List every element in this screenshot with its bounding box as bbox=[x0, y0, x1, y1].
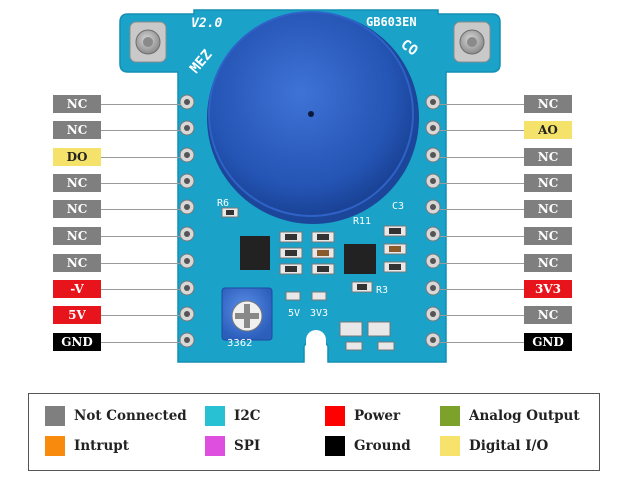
right-pin-label-5: NC bbox=[524, 200, 572, 218]
right-pin-label-4: NC bbox=[524, 174, 572, 192]
right-pin-label-10: GND bbox=[524, 333, 572, 351]
silk-5v: 5V bbox=[288, 308, 300, 319]
legend-label: Ground bbox=[354, 438, 411, 454]
silk-r6: R6 bbox=[217, 198, 229, 209]
legend-label: I2C bbox=[234, 408, 261, 424]
silk-r11: R11 bbox=[353, 216, 371, 227]
smd-components bbox=[221, 207, 407, 351]
left-pin-leader-line-1 bbox=[101, 104, 181, 105]
legend-swatch bbox=[45, 436, 65, 456]
right-pin-leader-line-1 bbox=[439, 104, 524, 105]
legend-swatch bbox=[205, 436, 225, 456]
legend-label: Digital I/O bbox=[469, 438, 549, 454]
left-pin-leader-line-3 bbox=[101, 157, 181, 158]
legend-label: Intrupt bbox=[74, 438, 129, 454]
legend-label: Analog Output bbox=[469, 408, 580, 424]
mounting-hole-right bbox=[453, 21, 491, 63]
left-pin-leader-line-6 bbox=[101, 236, 181, 237]
left-pin-leader-line-5 bbox=[101, 209, 181, 210]
legend-item: Power bbox=[325, 406, 400, 426]
potentiometer: 3362 bbox=[221, 287, 273, 349]
right-pin-leader-line-9 bbox=[439, 315, 524, 316]
silk-right-corner: CO bbox=[398, 37, 421, 60]
left-pin-label-6: NC bbox=[53, 227, 101, 245]
legend-swatch bbox=[440, 406, 460, 426]
left-pin-leader-line-4 bbox=[101, 183, 181, 184]
right-pin-leader-line-8 bbox=[439, 289, 524, 290]
legend-item: Digital I/O bbox=[440, 436, 548, 456]
right-pin-leader-line-7 bbox=[439, 263, 524, 264]
legend-item: I2C bbox=[205, 406, 260, 426]
left-pin-label-10: GND bbox=[53, 333, 101, 351]
left-pin-label-8: -V bbox=[53, 280, 101, 298]
left-pin-label-2: NC bbox=[53, 121, 101, 139]
left-pin-leader-line-9 bbox=[101, 315, 181, 316]
legend-swatch bbox=[325, 436, 345, 456]
silk-pot: 3362 bbox=[227, 338, 252, 349]
legend-swatch bbox=[325, 406, 345, 426]
legend-swatch bbox=[45, 406, 65, 426]
right-pin-label-9: NC bbox=[524, 306, 572, 324]
legend-item: Not Connected bbox=[45, 406, 187, 426]
legend-label: Power bbox=[354, 408, 401, 424]
legend-label: Not Connected bbox=[74, 408, 187, 424]
left-pin-leader-line-10 bbox=[101, 342, 181, 343]
legend-swatch bbox=[440, 436, 460, 456]
left-pin-label-9: 5V bbox=[53, 306, 101, 324]
silk-version: V2.0 bbox=[191, 16, 222, 31]
right-pin-label-6: NC bbox=[524, 227, 572, 245]
legend-item: Analog Output bbox=[440, 406, 580, 426]
right-pin-leader-line-2 bbox=[439, 130, 524, 131]
right-pin-leader-line-5 bbox=[439, 209, 524, 210]
left-pin-label-5: NC bbox=[53, 200, 101, 218]
sensor-cap bbox=[207, 11, 419, 224]
legend-label: SPI bbox=[234, 438, 261, 454]
right-pin-label-1: NC bbox=[524, 95, 572, 113]
left-pin-label-3: DO bbox=[53, 148, 101, 166]
left-pin-label-4: NC bbox=[53, 174, 101, 192]
right-pin-leader-line-6 bbox=[439, 236, 524, 237]
sensor-board-illustration: V2.0 GB603EN MEZ CO bbox=[119, 9, 501, 364]
left-pin-label-7: NC bbox=[53, 254, 101, 272]
left-header-pads bbox=[179, 94, 195, 348]
left-pin-leader-line-8 bbox=[101, 289, 181, 290]
silk-r3: R3 bbox=[376, 285, 388, 296]
legend-item: Ground bbox=[325, 436, 411, 456]
right-pin-label-3: NC bbox=[524, 148, 572, 166]
silk-c3: C3 bbox=[392, 201, 404, 212]
silk-3v3: 3V3 bbox=[310, 308, 328, 319]
mounting-hole-left bbox=[129, 21, 167, 63]
right-pin-leader-line-4 bbox=[439, 183, 524, 184]
legend-item: Intrupt bbox=[45, 436, 129, 456]
left-pin-label-1: NC bbox=[53, 95, 101, 113]
right-pin-label-7: NC bbox=[524, 254, 572, 272]
legend-swatch bbox=[205, 406, 225, 426]
right-pin-leader-line-10 bbox=[439, 342, 524, 343]
right-pin-label-2: AO bbox=[524, 121, 572, 139]
legend-item: SPI bbox=[205, 436, 260, 456]
right-pin-label-8: 3V3 bbox=[524, 280, 572, 298]
left-pin-leader-line-7 bbox=[101, 263, 181, 264]
silk-model: GB603EN bbox=[366, 15, 417, 29]
left-pin-leader-line-2 bbox=[101, 130, 181, 131]
right-pin-leader-line-3 bbox=[439, 157, 524, 158]
